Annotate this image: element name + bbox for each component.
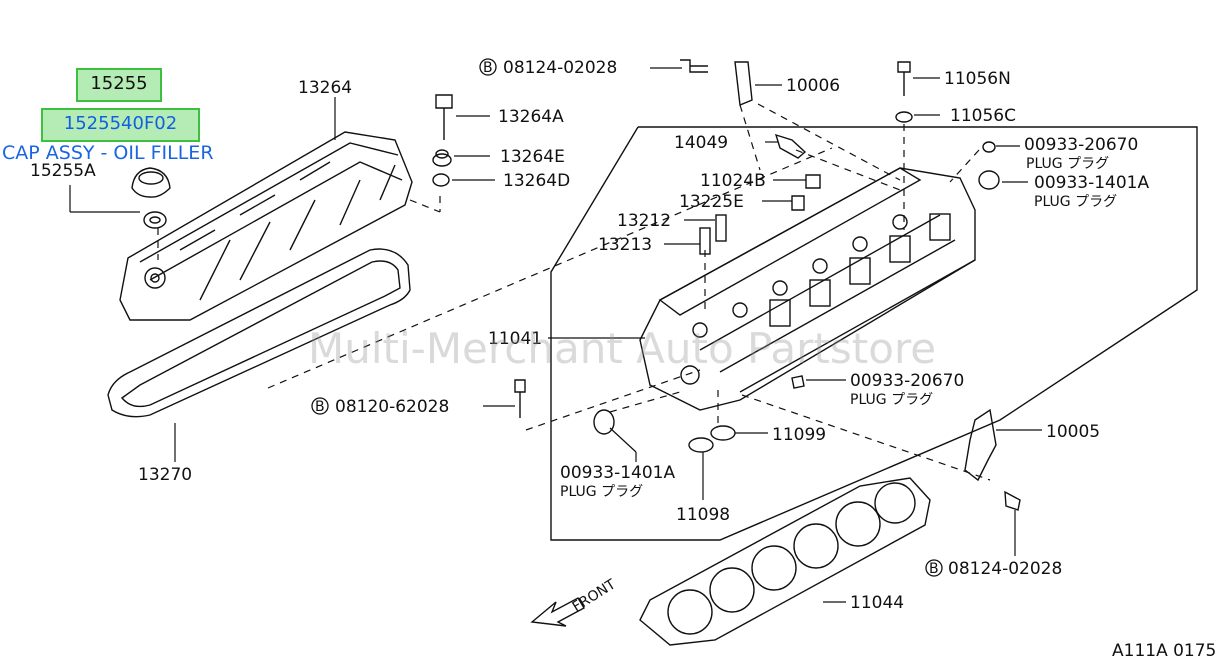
plug-label-2: PLUG プラグ xyxy=(1034,194,1117,210)
part-label-11098[interactable]: 11098 xyxy=(676,505,730,525)
part-label-13212[interactable]: 13212 xyxy=(617,211,671,231)
part-label-00933-20670-top[interactable]: 00933-20670 xyxy=(1024,135,1138,155)
plug-label-3: PLUG プラグ xyxy=(850,392,933,408)
part-label-11044[interactable]: 11044 xyxy=(850,593,904,613)
part-caption: CAP ASSY - OIL FILLER xyxy=(2,142,214,164)
part-label-00933-20670-mid[interactable]: 00933-20670 xyxy=(850,371,964,391)
rocker-cover-drawing xyxy=(119,131,413,321)
part-label-08124-bot[interactable]: 08124-02028 xyxy=(948,559,1062,579)
front-label: FRONT xyxy=(570,576,619,615)
part-label-11056n[interactable]: 11056N xyxy=(944,69,1011,89)
part-label-08124-top[interactable]: 08124-02028 xyxy=(503,58,617,78)
part-label-13270[interactable]: 13270 xyxy=(138,465,192,485)
part-label-13213[interactable]: 13213 xyxy=(598,235,652,255)
part-label-13225e[interactable]: 13225E xyxy=(679,192,744,212)
part-label-11099[interactable]: 11099 xyxy=(772,425,826,445)
front-arrow-icon xyxy=(530,597,585,627)
part-label-14049[interactable]: 14049 xyxy=(674,133,728,153)
bolt-marker-bottom: B xyxy=(929,561,939,577)
part-label-10005[interactable]: 10005 xyxy=(1046,422,1100,442)
part-label-13264d[interactable]: 13264D xyxy=(503,171,570,191)
part-label-00933-1401a-bot[interactable]: 00933-1401A xyxy=(560,463,675,483)
plug-label-1: PLUG プラグ xyxy=(1026,156,1109,172)
bracket-drawing xyxy=(964,408,997,482)
part-box-1525540f02[interactable]: 1525540F02 xyxy=(41,108,200,142)
oil-filler-cap-drawing xyxy=(131,167,171,198)
part-label-11024b[interactable]: 11024B xyxy=(700,171,766,191)
rocker-gasket-drawing xyxy=(107,248,411,418)
diagram-code: A111A 0175 xyxy=(1112,641,1216,661)
part-box-15255[interactable]: 15255 xyxy=(76,68,162,102)
head-gasket-drawing xyxy=(639,477,931,646)
part-label-11041[interactable]: 11041 xyxy=(488,329,542,349)
part-label-15255a[interactable]: 15255A xyxy=(30,161,96,181)
part-label-13264a[interactable]: 13264A xyxy=(498,107,564,127)
part-label-00933-1401a-top[interactable]: 00933-1401A xyxy=(1034,173,1149,193)
part-label-13264e[interactable]: 13264E xyxy=(500,147,565,167)
part-label-10006[interactable]: 10006 xyxy=(786,76,840,96)
head-frame xyxy=(550,126,1198,541)
plug-label-4: PLUG プラグ xyxy=(560,484,643,500)
part-label-11056c[interactable]: 11056C xyxy=(950,106,1016,126)
bolt-marker-top: B xyxy=(483,60,493,76)
part-label-08120[interactable]: 08120-62028 xyxy=(335,397,449,417)
bolt-marker-mid: B xyxy=(315,399,325,415)
part-label-13264[interactable]: 13264 xyxy=(298,78,352,98)
